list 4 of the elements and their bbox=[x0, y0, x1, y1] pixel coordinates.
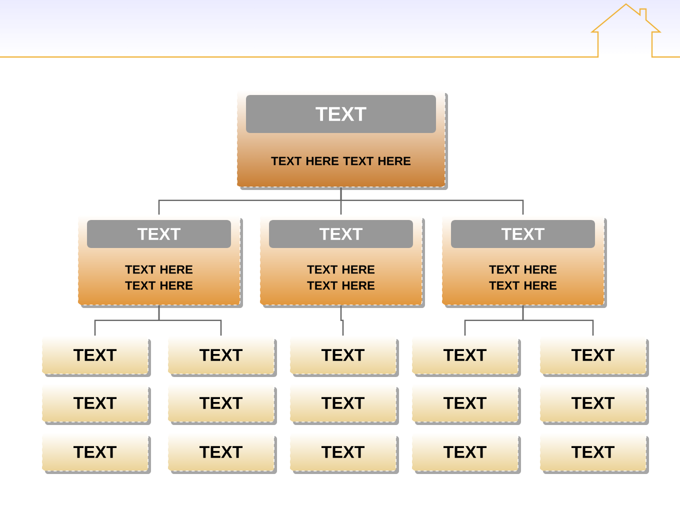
connector-line bbox=[522, 305, 594, 336]
connector-line bbox=[158, 305, 222, 336]
connector-line bbox=[340, 187, 524, 215]
connector-line bbox=[340, 305, 344, 336]
